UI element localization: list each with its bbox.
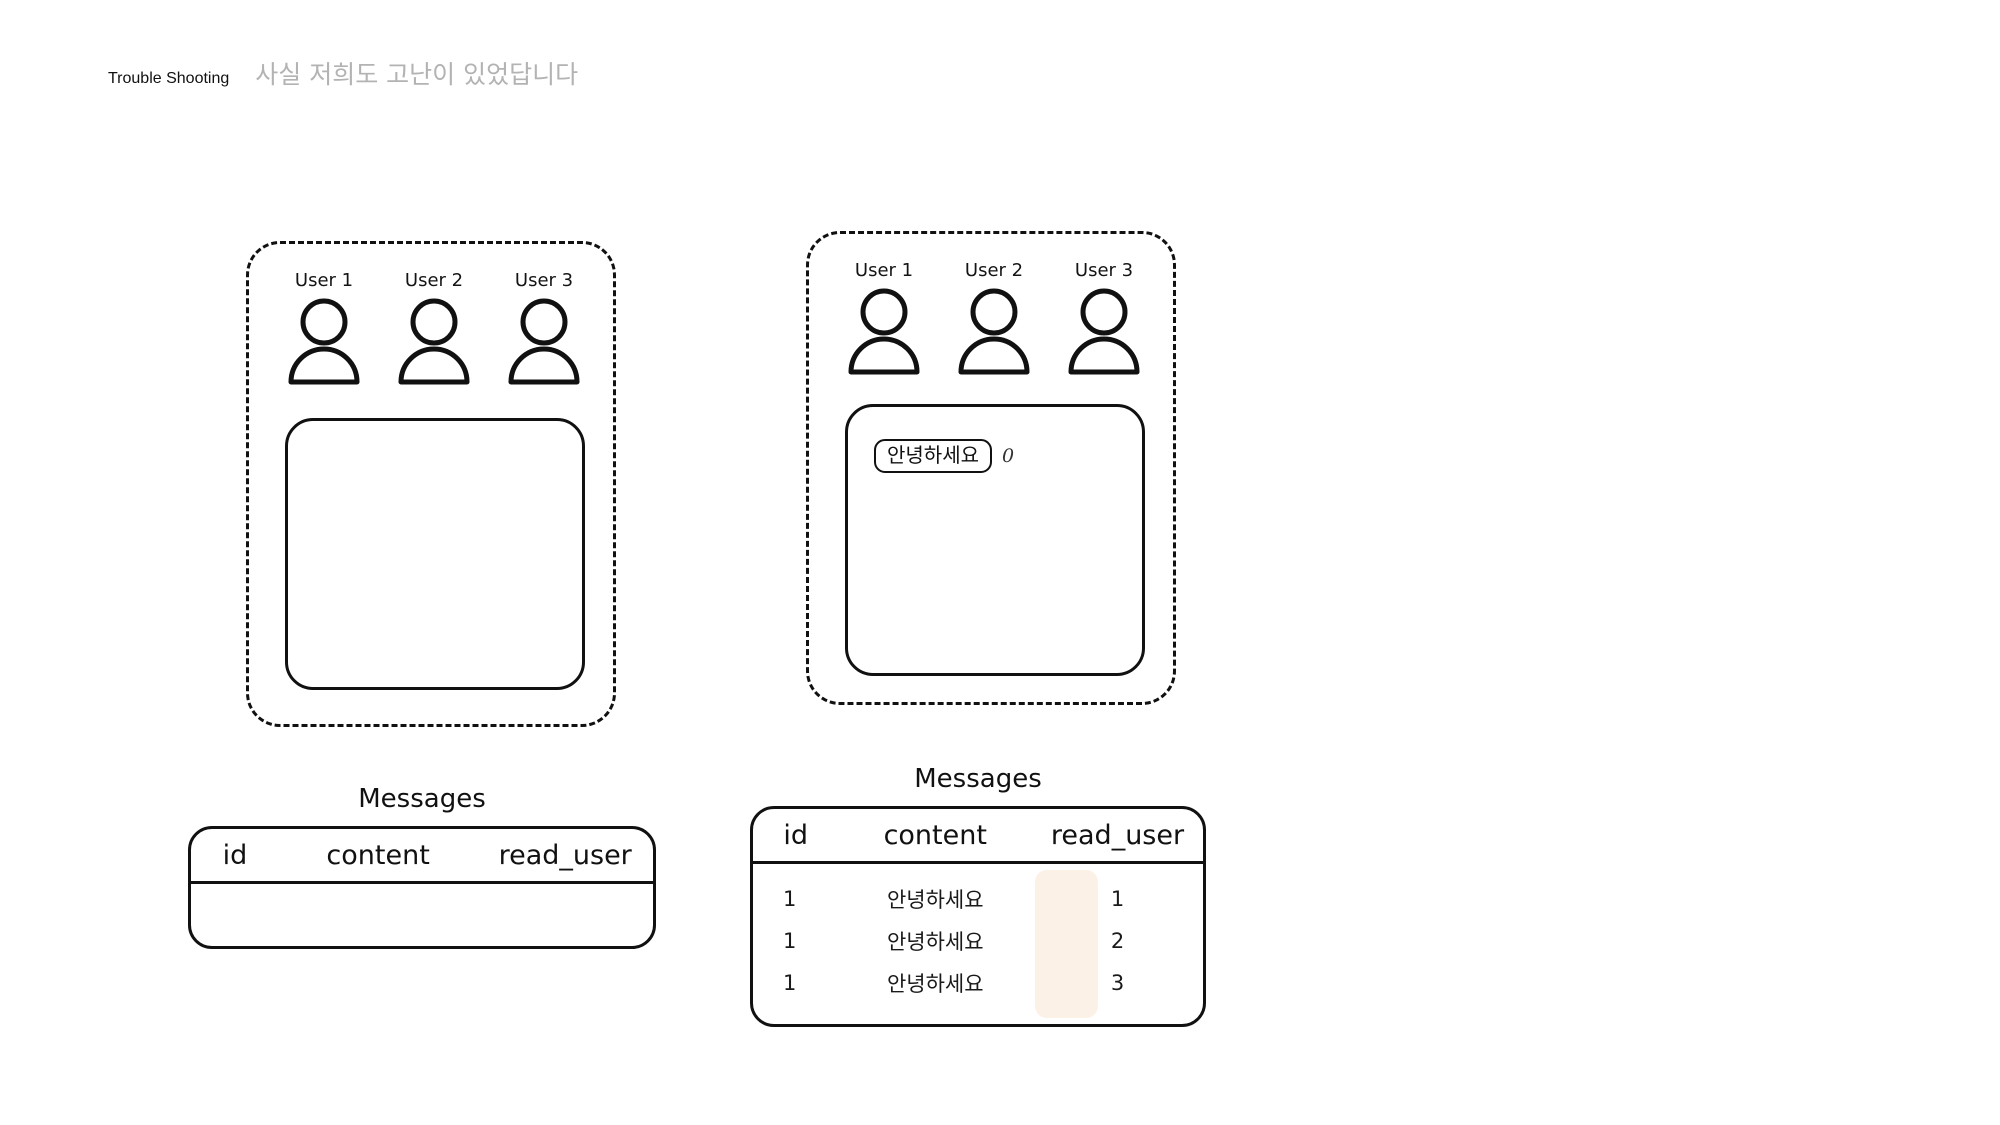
read-user-highlight [1034,870,1098,1018]
person-icon [398,298,470,385]
cell-read-user: 3 [1110,971,1125,995]
cell-content: 안녕하세요 [886,930,984,954]
table-card: id content read_user [188,826,656,949]
table-body: 1 안녕하세요 1 1 안녕하세요 2 1 안녕하세요 3 [753,864,1203,1024]
user-right-2: User 2 [950,260,1038,375]
table-row: 1 안녕하세요 1 [753,878,1203,920]
table-header-row: id content read_user [191,829,653,884]
user-label: User 3 [1074,260,1134,281]
messages-table-after: Messages id content read_user 1 안녕하세요 1 … [750,764,1206,1027]
person-icon [508,298,580,385]
person-icon [288,298,360,385]
table-title: Messages [358,784,486,814]
column-header-content: content [883,819,987,851]
table-row: 1 안녕하세요 2 [753,920,1203,962]
cell-id: 1 [783,971,797,995]
chat-window-with-message[interactable]: 안녕하세요 0 [845,404,1145,676]
chat-bubble[interactable]: 안녕하세요 [874,439,992,473]
chat-window-empty[interactable] [285,418,585,690]
chat-room-after: User 1 User 2 User 3 안녕하세요 0 [806,231,1176,705]
user-label: User 1 [854,260,914,281]
person-icon [958,288,1030,375]
column-header-id: id [222,839,248,871]
user-left-1: User 1 [280,270,368,385]
page-header: Trouble Shooting 사실 저희도 고난이 있었답니다 [108,62,578,88]
cell-content: 안녕하세요 [886,972,984,996]
cell-id: 1 [783,929,797,953]
table-card: id content read_user 1 안녕하세요 1 1 안녕하세요 2… [750,806,1206,1027]
person-icon [848,288,920,375]
cell-content: 안녕하세요 [886,888,984,912]
user-label: User 3 [514,270,574,291]
user-label: User 2 [404,270,464,291]
column-header-content: content [326,839,430,871]
messages-table-before: Messages id content read_user [188,784,656,949]
user-left-2: User 2 [390,270,478,385]
user-right-3: User 3 [1060,260,1148,375]
table-title: Messages [914,764,1042,794]
user-right-1: User 1 [840,260,928,375]
user-left-3: User 3 [500,270,588,385]
column-header-read-user: read_user [498,839,632,871]
cell-id: 1 [783,887,797,911]
user-row-left: User 1 User 2 User 3 [249,270,613,385]
user-row-right: User 1 User 2 User 3 [809,260,1173,375]
table-body-empty [191,884,653,946]
user-label: User 2 [964,260,1024,281]
cell-read-user: 2 [1110,929,1125,953]
cell-read-user: 1 [1110,887,1125,911]
page-subtitle: 사실 저희도 고난이 있었답니다 [255,60,579,89]
column-header-read-user: read_user [1050,819,1185,851]
person-icon [1068,288,1140,375]
page-title: Trouble Shooting [108,70,230,87]
table-row: 1 안녕하세요 3 [753,962,1203,1004]
table-header-row: id content read_user [753,809,1203,864]
chat-room-before: User 1 User 2 User 3 [246,241,616,727]
chat-message-row: 안녕하세요 0 [874,439,1014,473]
user-label: User 1 [294,270,354,291]
unread-count-badge: 0 [1002,445,1015,467]
column-header-id: id [783,819,809,851]
